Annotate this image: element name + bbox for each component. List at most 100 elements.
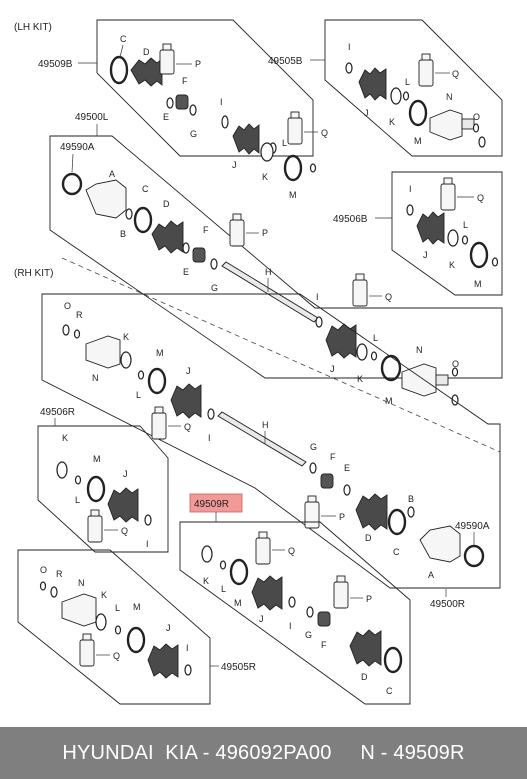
joint-part-f — [192, 247, 206, 263]
outer-boot-d — [355, 493, 388, 531]
ring-m — [126, 626, 146, 654]
letter-label: L — [282, 138, 287, 148]
ring-m — [408, 99, 428, 127]
panel-49500R-outline — [41, 293, 501, 589]
letter-label: K — [101, 590, 107, 600]
ring-m — [86, 475, 106, 503]
grease-pack — [159, 49, 175, 75]
outer-boot-d — [349, 629, 382, 667]
footer-spacer — [332, 742, 361, 765]
panel-49506R: 49506R K L M J Q I — [37, 407, 169, 553]
panel-49509B-outline — [96, 19, 314, 157]
grease-pack-p — [304, 501, 320, 529]
letter-label: G — [211, 283, 218, 293]
rh-kit-label: (RH KIT) — [14, 268, 53, 279]
ring-m — [283, 154, 303, 182]
tone-ring — [463, 544, 485, 568]
letter-label: B — [408, 494, 414, 504]
clamp-l — [114, 625, 122, 635]
grease-pack-p — [333, 581, 349, 609]
clamp-l — [219, 560, 227, 570]
letter-label: H — [262, 420, 269, 430]
letter-label: I — [220, 97, 223, 107]
grease-pack-q-cap — [154, 406, 164, 414]
letter-label: J — [330, 364, 335, 374]
footer-brand-text: HYUNDAI KIA - 496092PA00 — [62, 741, 332, 764]
letter-label: K — [262, 172, 268, 182]
ring-k — [390, 87, 402, 105]
clamp-l — [402, 91, 410, 101]
letter-label: L — [136, 390, 141, 400]
letter-label: P — [366, 594, 372, 604]
grease-pack-q-cap — [258, 531, 268, 539]
assembly-label-49500L: 49500L — [75, 112, 109, 123]
letter-label: J — [423, 250, 428, 260]
oring-o — [451, 367, 459, 377]
panel-49509R-outline — [179, 521, 411, 705]
clamp-l — [74, 475, 82, 485]
ring-b — [125, 208, 133, 220]
letter-label: I — [316, 292, 319, 302]
letter-label: C — [120, 34, 127, 44]
panel-49506B: 49506B I J Q K L M — [333, 171, 503, 296]
oring-o — [73, 329, 81, 339]
letter-label: D — [365, 533, 372, 543]
letter-label: I — [186, 643, 189, 653]
ring-m — [147, 367, 167, 395]
letter-label: F — [330, 452, 336, 462]
exploded-parts-diagram: (LH KIT) (RH KIT) 49509B C D P F E G I J — [14, 19, 503, 705]
clamp-l — [137, 370, 145, 380]
letter-label: E — [183, 267, 189, 277]
ring-k — [447, 229, 459, 247]
letter-label: M — [93, 454, 101, 464]
letter-label: Q — [452, 69, 459, 79]
clamp-i — [207, 408, 215, 420]
panel-49505B: 49505B I J K L Q M N O — [268, 19, 503, 157]
ring-k — [201, 545, 213, 563]
snap-ring-e — [182, 242, 190, 254]
inner-joint-housing-n — [85, 335, 121, 369]
panel-49500L-outline — [49, 135, 503, 379]
letter-label: N — [446, 92, 453, 102]
snap-ring-g — [210, 258, 218, 270]
snap-ring-e — [166, 97, 174, 109]
letter-label: I — [208, 433, 211, 443]
letter-label: M — [289, 190, 297, 200]
grease-pack-q-cap — [421, 53, 431, 61]
kit-divider-line — [61, 257, 501, 453]
letter-label: C — [142, 184, 149, 194]
ring-m — [469, 241, 489, 269]
letter-label: C — [393, 547, 400, 557]
letter-label: M — [385, 396, 393, 406]
inner-boot-j — [170, 383, 202, 419]
letter-label: G — [310, 442, 317, 452]
clamp-l — [370, 351, 378, 361]
letter-label: Q — [121, 526, 128, 536]
outer-clamp-c — [387, 508, 407, 536]
tone-ring — [61, 172, 83, 196]
grease-pack-p — [229, 219, 245, 247]
ring-k — [260, 142, 274, 162]
letter-label: G — [190, 129, 197, 139]
oring-o — [39, 581, 47, 591]
oring-o — [472, 123, 480, 133]
panel-49506B-outline — [391, 171, 503, 296]
letter-label: N — [92, 373, 99, 383]
letter-label: L — [221, 584, 226, 594]
letter-label: R — [76, 310, 83, 320]
panel-49505R-outline — [17, 549, 211, 705]
letter-label: K — [449, 260, 455, 270]
grease-pack-p-cap — [336, 575, 346, 583]
letter-label: Q — [184, 422, 191, 432]
assembly-label-49509B: 49509B — [38, 59, 73, 70]
outer-clamp-ring — [109, 55, 129, 85]
grease-pack-q — [79, 639, 95, 667]
letter-label: M — [234, 598, 242, 608]
grease-pack-p-cap — [232, 213, 242, 221]
letter-label: M — [474, 279, 482, 289]
letter-label: L — [115, 603, 120, 613]
inner-boot-j — [416, 211, 445, 245]
assembly-label-49505R: 49505R — [221, 662, 256, 673]
ring-b — [407, 506, 415, 518]
letter-label: O — [473, 112, 480, 122]
